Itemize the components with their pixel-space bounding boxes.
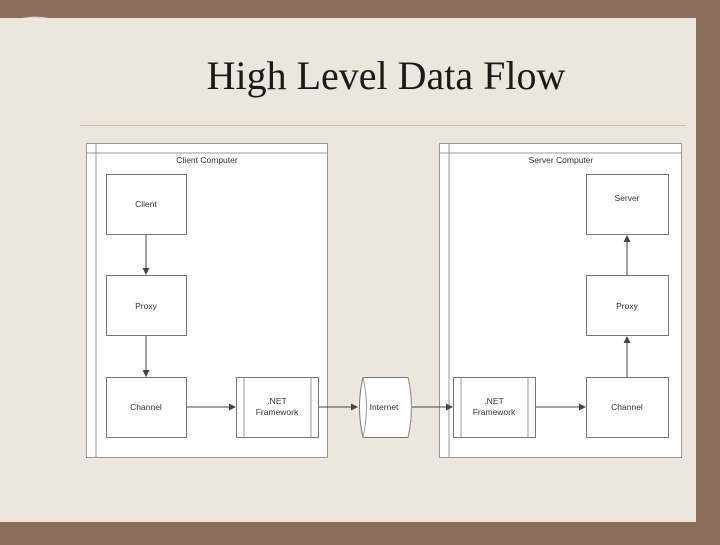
slide-title: High Level Data Flow [96, 52, 676, 99]
client-framework-line2: Framework [256, 407, 299, 417]
title-divider [80, 125, 686, 126]
server-computer-label: Server Computer [529, 155, 594, 165]
server-framework-box: .NET Framework [454, 378, 536, 438]
client-channel-label: Channel [130, 402, 162, 412]
server-framework-line2: Framework [473, 407, 516, 417]
server-channel-box: Channel [587, 378, 669, 438]
internet-node: Internet [360, 378, 412, 438]
server-framework-line1: .NET [484, 396, 503, 406]
client-proxy-box: Proxy [107, 276, 187, 336]
client-box: Client [107, 175, 187, 235]
server-box: Server [587, 175, 669, 235]
server-proxy-box: Proxy [587, 276, 669, 336]
client-framework-line1: .NET [267, 396, 286, 406]
internet-label: Internet [370, 402, 399, 412]
data-flow-diagram: Client Computer Server Computer Client P… [86, 143, 682, 459]
client-computer-label: Client Computer [176, 155, 238, 165]
client-framework-box: .NET Framework [237, 378, 319, 438]
client-proxy-label: Proxy [135, 301, 157, 311]
server-box-label: Server [614, 193, 639, 203]
client-channel-box: Channel [107, 378, 187, 438]
server-channel-label: Channel [611, 402, 643, 412]
server-proxy-label: Proxy [616, 301, 638, 311]
client-box-label: Client [135, 199, 157, 209]
